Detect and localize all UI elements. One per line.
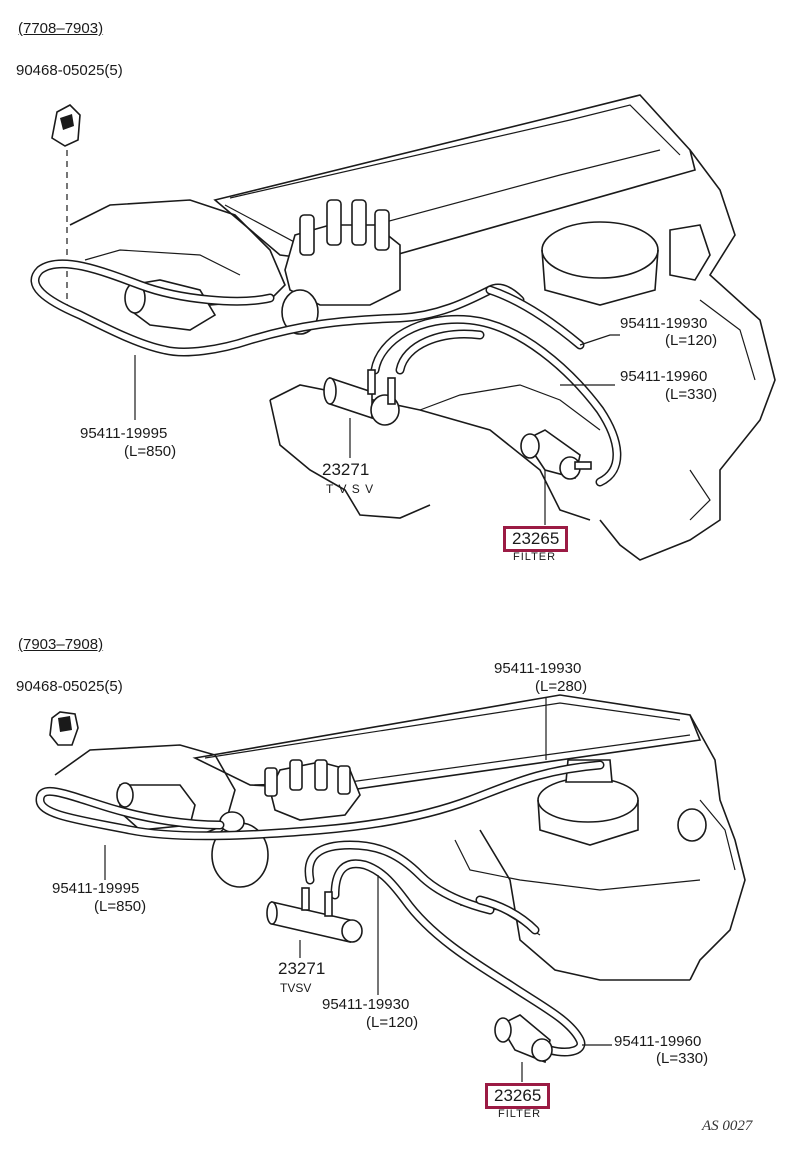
hose-clip-top [51,104,81,147]
section-range-label: (7708–7903) [18,20,104,37]
diagram-code: AS 0027 [702,1118,753,1134]
clip-part-number: 90468-05025(5) [16,62,123,79]
filter-name: FILTER [513,551,557,563]
hose-length: (L=850) [124,443,177,460]
hose-length: (L=280) [535,678,588,695]
hose-length: (L=120) [366,1014,419,1031]
filter-part-number-highlight: 23265 [503,526,569,552]
distributor [281,199,401,335]
filter-part-number-highlight: 23265 [485,1083,551,1109]
clip-part-number: 90468-05025(5) [16,678,123,695]
hoses-top [30,259,622,487]
filter-name: FILTER [498,1108,542,1120]
hose-part-number: 95411-19930 [620,315,708,332]
tvsv-name: TVSV [280,981,312,995]
hoses-bottom [35,760,605,1057]
tvsv-part-bottom [266,887,363,944]
tvsv-name: T V S V [326,482,375,496]
tvsv-part-number: 23271 [322,460,370,479]
carburetor-bottom [537,759,707,846]
section-range-label: (7903–7908) [18,636,104,653]
hose-length: (L=850) [94,898,147,915]
hose-part-number: 95411-19960 [620,368,708,385]
tvsv-part-top [323,369,400,426]
hose-part-number: 95411-19995 [80,425,168,442]
hose-part-number: 95411-19930 [322,996,410,1013]
hose-part-number: 95411-19960 [614,1033,702,1050]
hose-length: (L=330) [665,386,718,403]
hose-length: (L=120) [665,332,718,349]
hose-part-number: 95411-19930 [494,660,582,677]
leader-hose-b-top [579,334,620,346]
hose-length: (L=330) [656,1050,709,1067]
filter-part-bottom [494,1014,553,1064]
carburetor-top [541,221,711,306]
hose-part-number: 95411-19995 [52,880,140,897]
hose-clip-bottom [49,711,79,746]
engine-drawing-top [51,94,776,561]
filter-part-top [520,429,592,480]
tvsv-part-number: 23271 [278,959,326,978]
